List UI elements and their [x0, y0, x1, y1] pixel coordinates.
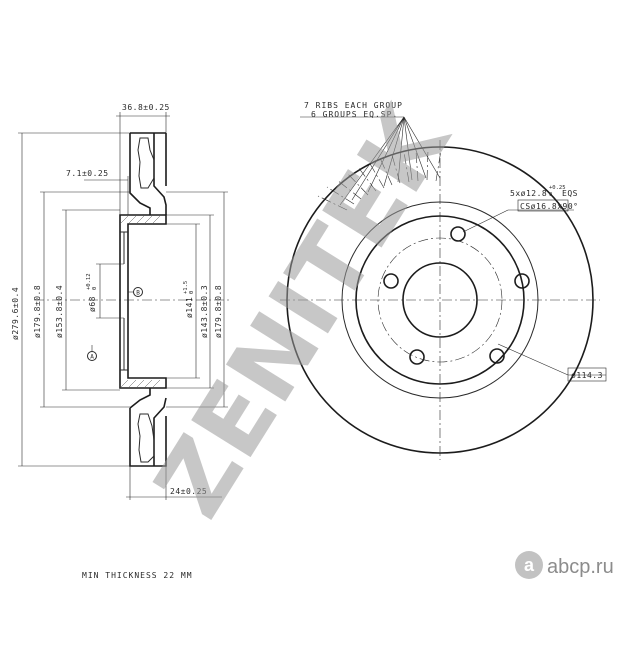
rib-note-leaders	[300, 116, 441, 206]
section-hat-hatch	[119, 215, 161, 389]
dim-bore-tol: +0.12	[86, 273, 92, 290]
callout-holes-suffix: EQS	[562, 189, 578, 198]
section-hub-face	[120, 231, 128, 371]
note-min-thickness: MIN THICKNESS 22 MM	[82, 571, 193, 580]
section-ring-top	[129, 132, 167, 215]
dim-d143: ø143.8±0.3	[200, 285, 209, 338]
dim-bore-group: ø68 +0.12 0	[86, 273, 98, 312]
dim-d141-group: ø141 +1.5 0	[183, 281, 195, 318]
vertical-dimension-lines	[18, 132, 228, 467]
dim-d179-left: ø179.8±0.8	[33, 285, 42, 338]
section-view: B A	[11, 103, 230, 500]
countersink-label-box	[517, 199, 569, 212]
callout-holes-tol: +0.25	[549, 185, 566, 191]
callout-holes-tol2: 0	[549, 192, 552, 198]
dim-thickness: 24±0.25	[170, 487, 207, 496]
dim-bore: ø68	[88, 296, 97, 312]
bolt-hole	[383, 273, 399, 289]
front-view	[280, 116, 607, 460]
note-ribs-line2: 6 GROUPS EQ.SP.	[311, 110, 398, 119]
abcp-logo-circle	[515, 551, 543, 579]
bolt-hole	[450, 226, 466, 242]
callout-holes-group: 5xø12.8 +0.25 0 EQS	[510, 185, 578, 198]
abcp-logo-letter: a	[524, 555, 535, 575]
dim-d141-tol2: 0	[189, 291, 195, 294]
dim-width-total: 36.8±0.25	[122, 103, 170, 112]
section-ring-bottom-vent	[137, 413, 155, 463]
datum-b-label: B	[136, 290, 140, 297]
dim-d141-tol: +1.5	[183, 281, 189, 294]
dim-d179-right: ø179.8±0.8	[214, 285, 223, 338]
callout-pcd: ø114.3	[571, 371, 603, 380]
callout-countersink: CSø16.8x90°	[520, 202, 578, 211]
dim-bore-tol2: 0	[92, 287, 98, 290]
section-hat-outline	[119, 214, 167, 389]
bolt-hole	[489, 348, 505, 364]
datum-a-symbol	[87, 351, 97, 361]
dim-hat-offset: 7.1±0.25	[66, 169, 109, 178]
dim-d153: ø153.8±0.4	[55, 285, 64, 338]
callout-holes: 5xø12.8	[510, 189, 547, 198]
bolt-hole	[514, 273, 530, 289]
dim-d141: ø141	[185, 297, 194, 318]
abcp-logo: a abcp.ru	[515, 551, 614, 579]
bolt-hole	[409, 349, 425, 365]
datum-a-label: A	[90, 354, 94, 361]
section-ring-top-vent	[137, 137, 155, 189]
bolt-holes	[383, 226, 530, 365]
note-ribs-line1: 7 RIBS EACH GROUP	[304, 101, 403, 110]
abcp-site: abcp.ru	[547, 556, 614, 578]
pcd-label-box	[567, 367, 607, 382]
horizontal-dimension-lines	[84, 112, 222, 500]
dim-od: ø279.6±0.4	[11, 287, 20, 340]
